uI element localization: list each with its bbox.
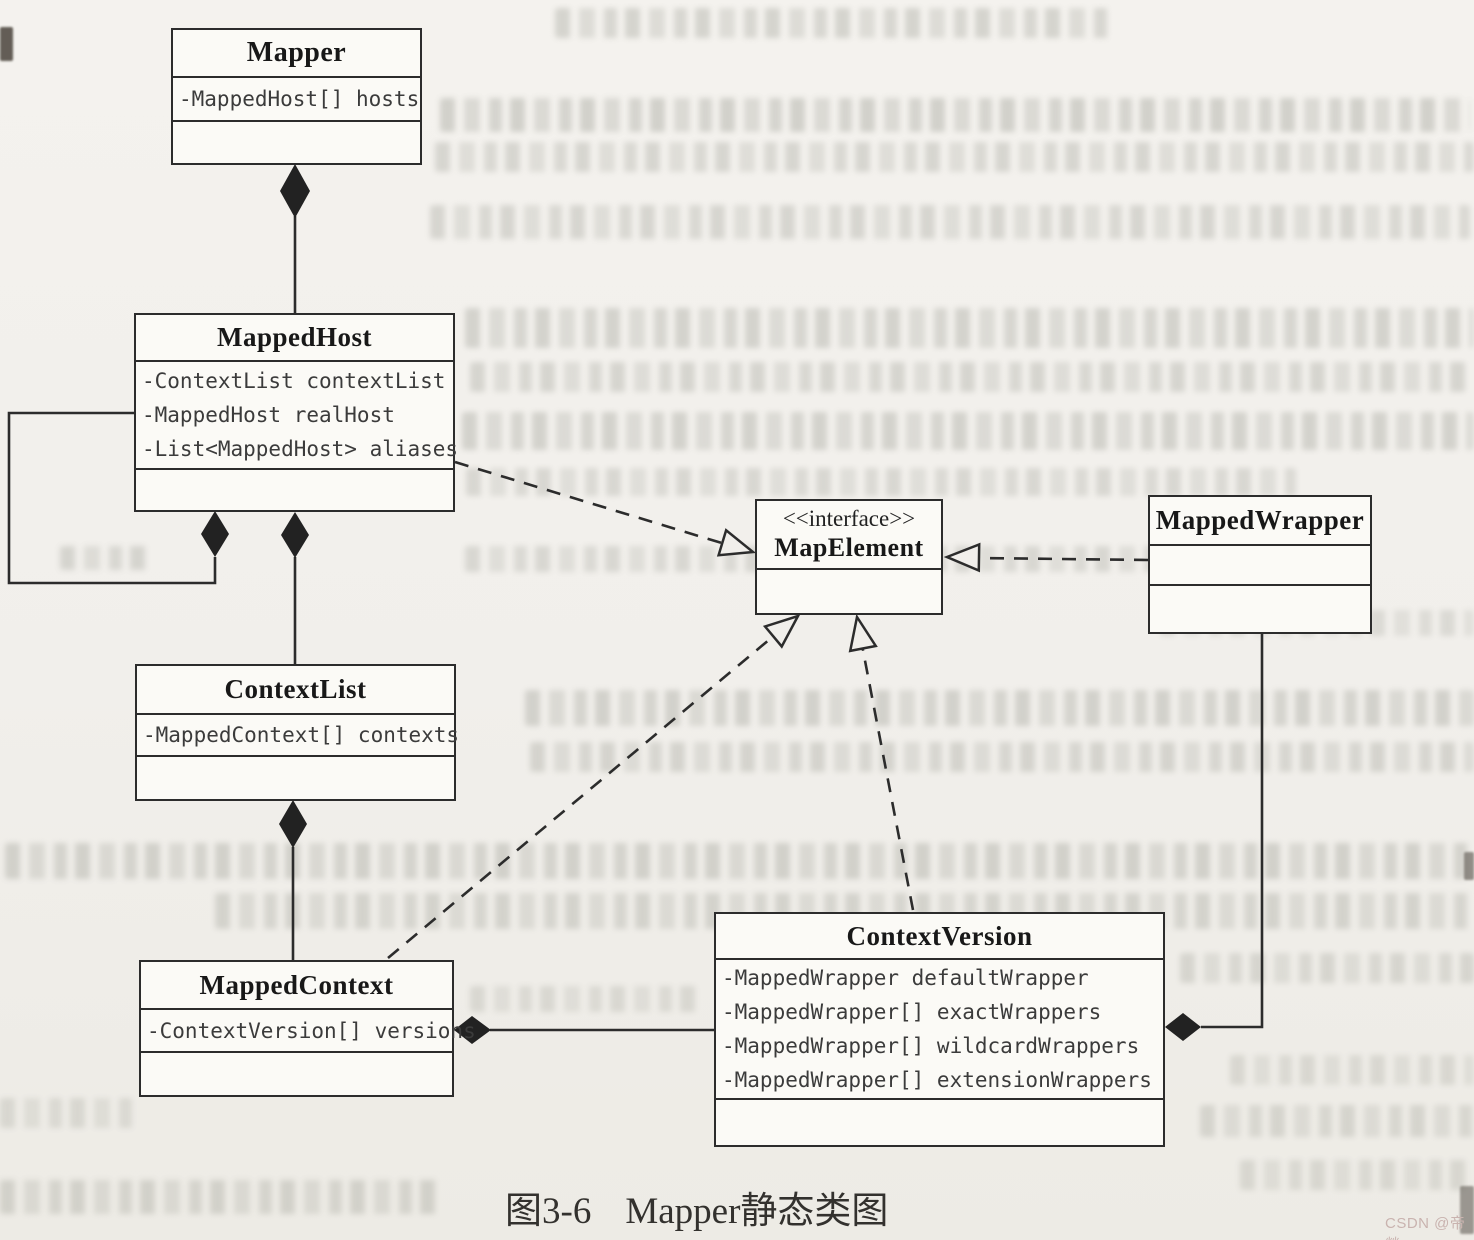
- bleed-through-text-row: [430, 205, 1470, 239]
- attribute: -ContextList contextList: [142, 369, 446, 393]
- attribute: -MappedContext[] contexts: [143, 723, 460, 747]
- class-name: MappedWrapper: [1155, 505, 1365, 535]
- class-name: MapElement: [774, 532, 924, 562]
- composition-diamond-mapper: [280, 164, 310, 218]
- bleed-through-text-row: [0, 1180, 440, 1214]
- class-attributes: -MappedContext[] contexts: [137, 715, 460, 757]
- figure-number: 图3-6: [505, 1191, 592, 1232]
- bleed-through-text-row: [1180, 953, 1474, 983]
- composition-diamond-mappedhost-self: [201, 511, 229, 557]
- class-box-mappedhost: MappedHost -ContextList contextList -Map…: [134, 313, 459, 512]
- bleed-through-text-row: [465, 308, 1474, 348]
- attribute: -ContextVersion[] versions: [147, 1018, 476, 1043]
- class-box-contextlist: ContextList -MappedContext[] contexts: [135, 664, 460, 801]
- class-methods-empty: [173, 122, 420, 163]
- stereotype: <<interface>>: [782, 506, 916, 532]
- attribute: -List<MappedHost> aliases: [142, 437, 459, 461]
- class-title: Mapper: [173, 30, 420, 78]
- edge-mappedhost-self-loop: [7, 411, 217, 585]
- edge-contextversion-mappedwrapper: [1201, 634, 1264, 1029]
- composition-diamond-contextlist: [279, 800, 307, 848]
- class-methods-empty: [757, 570, 941, 613]
- class-name: MappedHost: [216, 322, 373, 352]
- class-box-mappedcontext: MappedContext -ContextVersion[] versions: [139, 960, 476, 1097]
- scan-edge-mark: [1460, 1186, 1474, 1234]
- edge-contextversion-mapelement: [860, 644, 915, 911]
- bleed-through-text-row: [470, 986, 700, 1012]
- csdn-watermark: CSDN @帝燚: [1385, 1215, 1466, 1240]
- class-attributes: -ContextVersion[] versions: [141, 1010, 476, 1053]
- bleed-through-text-row: [525, 690, 1474, 726]
- bleed-through-text-row: [1200, 1105, 1474, 1137]
- figure-title: Mapper静态类图: [625, 1191, 889, 1232]
- class-title: ContextList: [137, 666, 454, 715]
- class-methods-empty: [1150, 586, 1370, 632]
- attribute: -MappedWrapper defaultWrapper: [722, 966, 1089, 990]
- attribute: -MappedHost realHost: [142, 403, 395, 427]
- class-methods-empty: [136, 470, 453, 510]
- attribute: -MappedWrapper[] exactWrappers: [722, 1000, 1102, 1024]
- class-title: <<interface>> MapElement: [757, 501, 941, 570]
- realization-arrow-left: [716, 528, 757, 557]
- bleed-through-text-row: [435, 142, 1474, 172]
- class-name: MappedContext: [199, 969, 394, 1000]
- class-box-mappedwrapper: MappedWrapper: [1148, 495, 1372, 634]
- bleed-through-text-row: [5, 843, 1474, 879]
- class-methods-empty: [137, 757, 454, 799]
- bleed-through-text-row: [466, 468, 1296, 496]
- realization-arrow-bottom-right: [848, 613, 878, 653]
- class-name: Mapper: [246, 37, 347, 68]
- scan-edge-mark: [0, 27, 13, 61]
- class-title: MappedContext: [141, 962, 452, 1010]
- class-attributes: -MappedHost[] hosts: [173, 78, 420, 122]
- class-title: MappedWrapper: [1150, 497, 1370, 546]
- class-title: MappedHost: [136, 315, 453, 362]
- attribute: -MappedWrapper[] wildcardWrappers: [722, 1034, 1140, 1058]
- edge-mappedhost-mapelement: [454, 460, 749, 553]
- attribute: -MappedWrapper[] extensionWrappers: [722, 1068, 1152, 1092]
- realization-arrow-bottom-left: [762, 613, 801, 649]
- composition-diamond-contextversion: [1165, 1013, 1201, 1041]
- class-box-contextversion: ContextVersion -MappedWrapper defaultWra…: [714, 912, 1165, 1147]
- bleed-through-text-row: [462, 412, 1474, 450]
- edge-mappedcontext-mapelement: [387, 628, 783, 959]
- class-methods-empty: [141, 1053, 452, 1095]
- class-box-mapper: Mapper -MappedHost[] hosts: [171, 28, 422, 165]
- class-name: ContextList: [224, 674, 367, 704]
- class-name: ContextVersion: [846, 920, 1033, 951]
- bleed-through-text-row: [60, 546, 150, 570]
- composition-diamond-mappedhost: [281, 512, 309, 558]
- figure-caption: 图3-6 Mapper静态类图: [505, 1180, 888, 1234]
- class-methods-empty: [716, 1100, 1163, 1145]
- bleed-through-text-row: [0, 1098, 140, 1128]
- bleed-through-text-row: [470, 362, 1474, 392]
- bleed-through-text-row: [555, 8, 1115, 38]
- realization-arrow-right: [943, 542, 981, 573]
- class-attributes: -ContextList contextList -MappedHost rea…: [136, 362, 459, 470]
- class-title: ContextVersion: [716, 914, 1163, 960]
- bleed-through-text-row: [1230, 1055, 1474, 1085]
- bleed-through-text-row: [1240, 1160, 1474, 1190]
- scan-edge-mark: [1464, 852, 1474, 880]
- interface-box-mapelement: <<interface>> MapElement: [755, 499, 943, 615]
- class-attributes-empty: [1150, 546, 1370, 586]
- edge-mappedwrapper-mapelement: [977, 556, 1149, 562]
- composition-diamond-mappedcontext: [454, 1016, 491, 1044]
- attribute: -MappedHost[] hosts: [179, 87, 420, 111]
- bleed-through-text-row: [530, 742, 1474, 772]
- class-attributes: -MappedWrapper defaultWrapper -MappedWra…: [716, 960, 1163, 1100]
- bleed-through-text-row: [440, 98, 1470, 132]
